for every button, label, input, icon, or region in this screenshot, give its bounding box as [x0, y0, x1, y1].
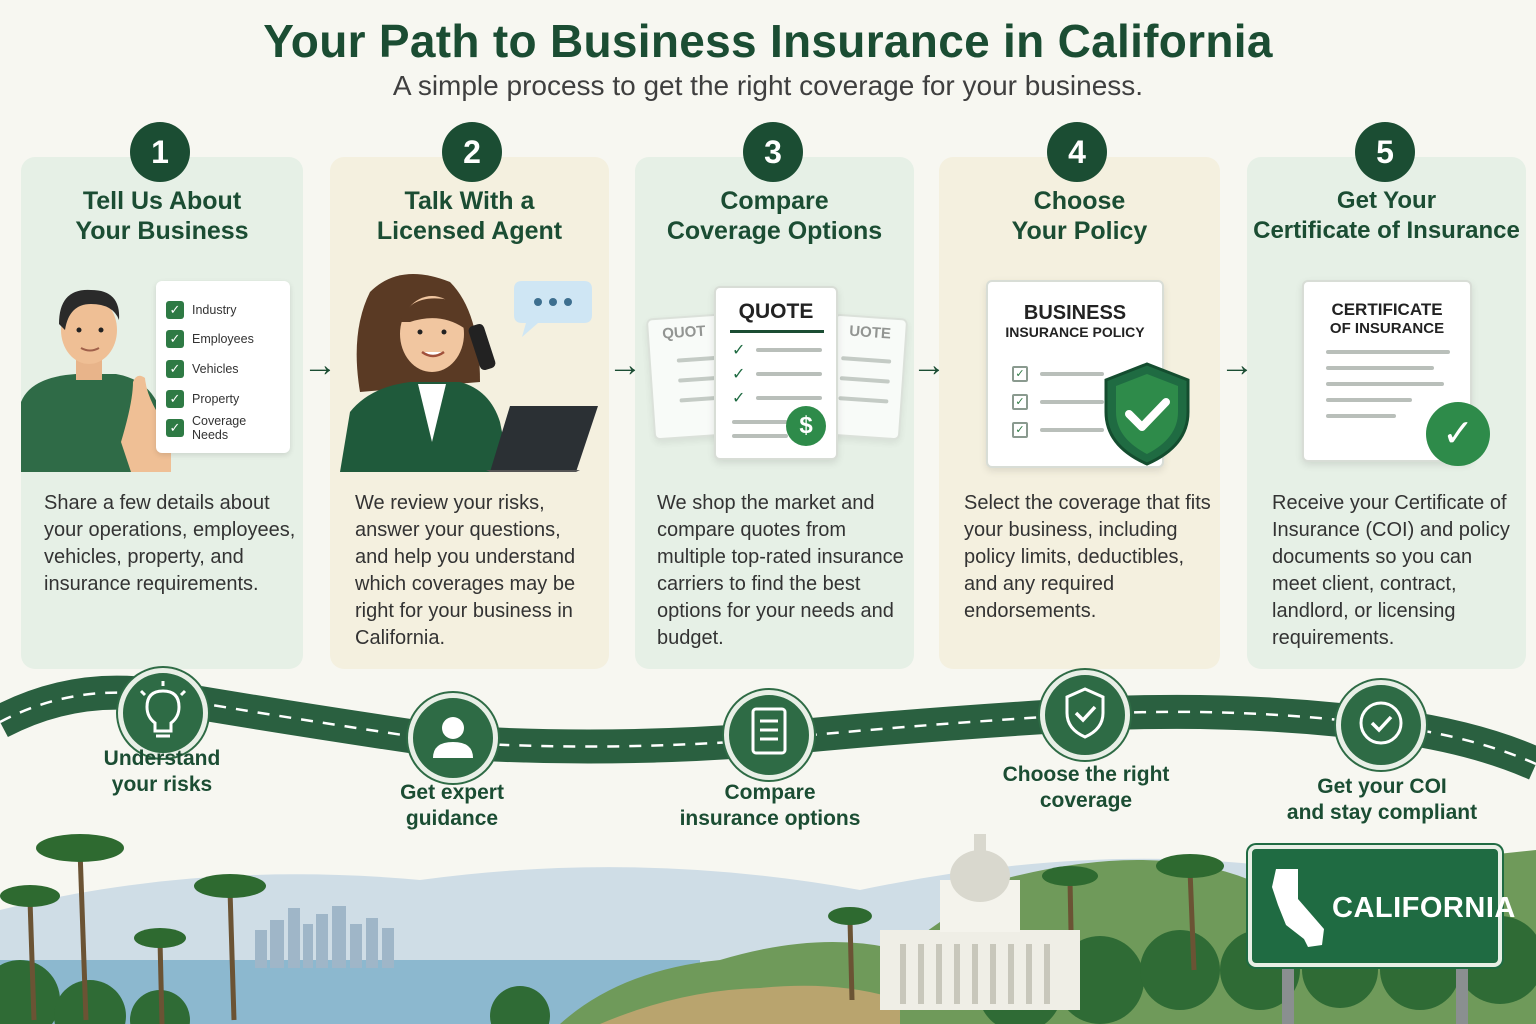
checkbox-checked-icon: ✓: [1012, 394, 1028, 410]
step-number-3: 3: [743, 122, 803, 182]
page-subtitle: A simple process to get the right covera…: [392, 70, 1144, 101]
checklist-item: ✓Employees: [166, 325, 280, 355]
shield-check-icon: [1104, 362, 1190, 466]
step-description-1: Share a few details about your operation…: [44, 492, 296, 595]
checklist-item: ✓Property: [166, 384, 280, 414]
quote-document: QUOTE ✓ ✓ ✓ $: [714, 286, 838, 460]
licensed-agent-illustration: [340, 274, 598, 472]
check-icon: ✓: [732, 342, 746, 359]
shield-check-icon: [1065, 687, 1105, 739]
milestone-get-coi: [1336, 680, 1426, 770]
checklist-item: ✓Vehicles: [166, 354, 280, 384]
checkbox-checked-icon: ✓: [166, 330, 184, 349]
lightbulb-icon: [139, 681, 187, 738]
chat-bubble-icon: [514, 281, 592, 337]
california-road-sign: CALIFORNIA: [1248, 845, 1515, 967]
milestone-compare-options: [724, 690, 814, 780]
arrow-right-icon: →: [1220, 346, 1254, 384]
arrow-right-icon: →: [303, 346, 337, 384]
step-description-4: Select the coverage that fits your busin…: [964, 492, 1211, 622]
check-icon: ✓: [732, 390, 746, 407]
checkbox-checked-icon: ✓: [166, 300, 184, 319]
step-number-1: 1: [130, 122, 190, 182]
arrow-right-icon: →: [608, 346, 642, 384]
arrow-right-icon: →: [912, 346, 946, 384]
dollar-icon: $: [786, 406, 826, 446]
capitol-building: [880, 834, 1080, 1010]
checklist-item: ✓Coverage Needs: [166, 413, 280, 443]
step-number-5: 5: [1355, 122, 1415, 182]
check-icon: ✓: [732, 366, 746, 383]
step-description-5: Receive your Certificate of Insurance (C…: [1272, 492, 1510, 649]
checkbox-checked-icon: ✓: [166, 389, 184, 408]
milestone-choose-coverage: [1040, 670, 1130, 760]
step-number-2: 2: [442, 122, 502, 182]
milestone-understand-risks: [118, 668, 208, 758]
check-circle-icon: [1359, 701, 1403, 745]
checkbox-checked-icon: ✓: [166, 359, 184, 378]
document-icon: [751, 707, 787, 755]
page-title: Your Path to Business Insurance in Calif…: [263, 15, 1273, 67]
step-description-3: We shop the market and compare quotes fr…: [657, 492, 904, 649]
checklist-item: ✓Industry: [166, 295, 280, 325]
checkbox-checked-icon: ✓: [1012, 366, 1028, 382]
checkbox-checked-icon: ✓: [166, 419, 184, 438]
business-details-checklist: ✓Industry ✓Employees ✓Vehicles ✓Property…: [156, 281, 290, 453]
milestone-expert-guidance: [408, 693, 498, 783]
certificate-of-insurance-document: CERTIFICATE OF INSURANCE: [1302, 280, 1472, 462]
person-icon: [433, 717, 473, 758]
step-description-2: We review your risks, answer your questi…: [355, 492, 576, 649]
step-number-4: 4: [1047, 122, 1107, 182]
california-state-icon: [1272, 869, 1324, 947]
check-circle-icon: ✓: [1426, 402, 1490, 466]
checkbox-checked-icon: ✓: [1012, 422, 1028, 438]
quote-document-right: UOTE: [825, 313, 909, 441]
